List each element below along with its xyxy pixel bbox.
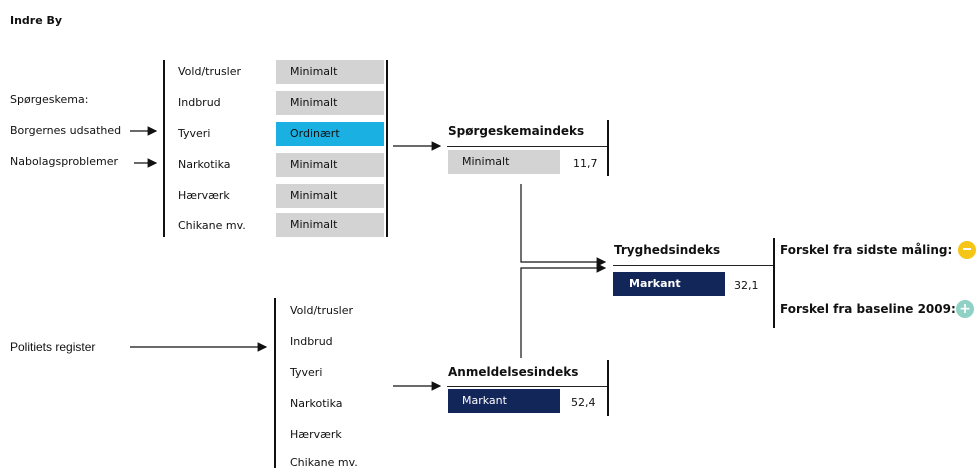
sporgeskema-label: Spørgeskema: xyxy=(10,93,89,106)
tryghedsindeks-rule xyxy=(613,265,773,266)
survey-level-cell: Minimalt xyxy=(276,60,384,84)
sporgeskemaindeks-title: Spørgeskemaindeks xyxy=(448,124,585,138)
forskel-baseline-label: Forskel fra baseline 2009: xyxy=(780,302,956,316)
survey-level-cell-highlight: Ordinært xyxy=(276,122,384,146)
anmeldelsesindeks-value: 52,4 xyxy=(571,396,596,409)
neutral-circle-icon xyxy=(958,241,976,259)
register-category-label: Hærværk xyxy=(290,428,342,441)
register-category-label: Narkotika xyxy=(290,397,343,410)
anmeldelsesindeks-title: Anmeldelsesindeks xyxy=(448,365,579,379)
nabolagsproblemer-label: Nabolagsproblemer xyxy=(10,155,118,168)
survey-category-label: Tyveri xyxy=(178,127,211,140)
anmeldelsesindeks-right-line xyxy=(607,360,609,416)
tryghedsindeks-value: 32,1 xyxy=(734,279,759,292)
sporgeskemaindeks-value: 11,7 xyxy=(573,157,598,170)
register-category-label: Chikane mv. xyxy=(290,456,358,469)
survey-category-label: Vold/trusler xyxy=(178,65,242,78)
sporg-to-tryg-arrow xyxy=(520,184,607,267)
sporgeskemaindeks-level: Minimalt xyxy=(448,150,560,174)
survey-right-line xyxy=(386,60,388,237)
survey-level-cell: Minimalt xyxy=(276,153,384,177)
survey-level-cell: Minimalt xyxy=(276,184,384,208)
register-category-label: Indbrud xyxy=(290,335,333,348)
survey-category-label: Chikane mv. xyxy=(178,219,246,232)
sporgeskemaindeks-rule xyxy=(447,146,607,147)
survey-bracket-line xyxy=(163,60,165,237)
anmeld-to-tryg-arrow xyxy=(520,263,607,358)
anmeldelsesindeks-rule xyxy=(447,386,607,387)
survey-category-label: Indbrud xyxy=(178,96,221,109)
politiets-register-label: Politiets register xyxy=(10,340,96,354)
survey-level-cell: Minimalt xyxy=(276,213,384,237)
tryghedsindeks-level: Markant xyxy=(613,272,725,296)
borgernes-udsathed-label: Borgernes udsathed xyxy=(10,124,122,137)
page-title: Indre By xyxy=(10,14,63,27)
register-category-label: Vold/trusler xyxy=(290,304,354,317)
survey-category-label: Hærværk xyxy=(178,189,230,202)
survey-level-cell: Minimalt xyxy=(276,91,384,115)
survey-category-label: Narkotika xyxy=(178,158,231,171)
register-category-label: Tyveri xyxy=(290,366,323,379)
plus-circle-icon: + xyxy=(956,300,974,318)
forskel-sidste-label: Forskel fra sidste måling: xyxy=(780,243,953,257)
anmeldelsesindeks-level: Markant xyxy=(448,389,560,413)
register-bracket-line xyxy=(274,298,276,468)
tryghedsindeks-right-line xyxy=(773,238,775,328)
sporgeskemaindeks-right-line xyxy=(607,120,609,176)
tryghedsindeks-title: Tryghedsindeks xyxy=(614,243,721,257)
